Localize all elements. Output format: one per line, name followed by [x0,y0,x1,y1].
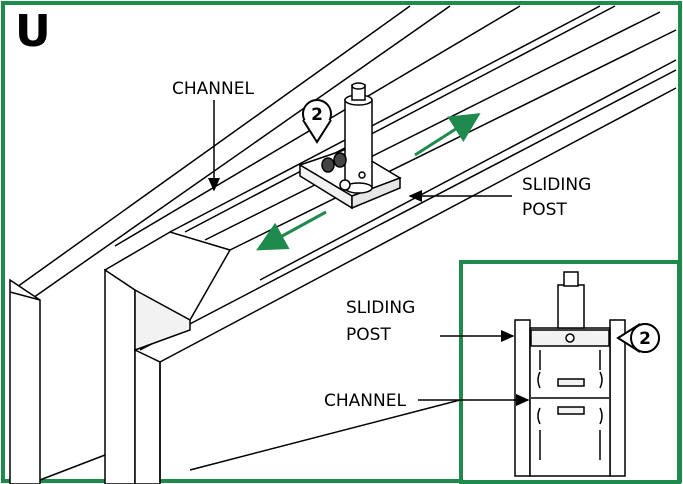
sliding-post-label-main-line2: POST [522,200,567,220]
callout-badge-inset [616,323,660,353]
callout-number-main: 2 [311,105,323,125]
callout-badge-main [302,99,332,144]
channel-label-inset: CHANNEL [324,391,406,411]
sliding-post-label-main-line1: SLIDING [522,175,592,195]
channel-rail [9,5,677,363]
sliding-post-label-inset-line2: POST [346,325,391,345]
callout-number-inset: 2 [639,329,651,349]
leader-lines [208,100,512,202]
inset-detail [514,271,626,477]
sliding-post-label-inset-line1: SLIDING [346,298,416,318]
left-panel [9,278,41,484]
channel-label-main: CHANNEL [172,79,254,99]
inset-leader-lines [418,330,530,406]
front-block [39,231,461,484]
sliding-post [298,82,402,210]
step-letter: U [15,6,51,57]
motion-arrows [256,113,481,251]
